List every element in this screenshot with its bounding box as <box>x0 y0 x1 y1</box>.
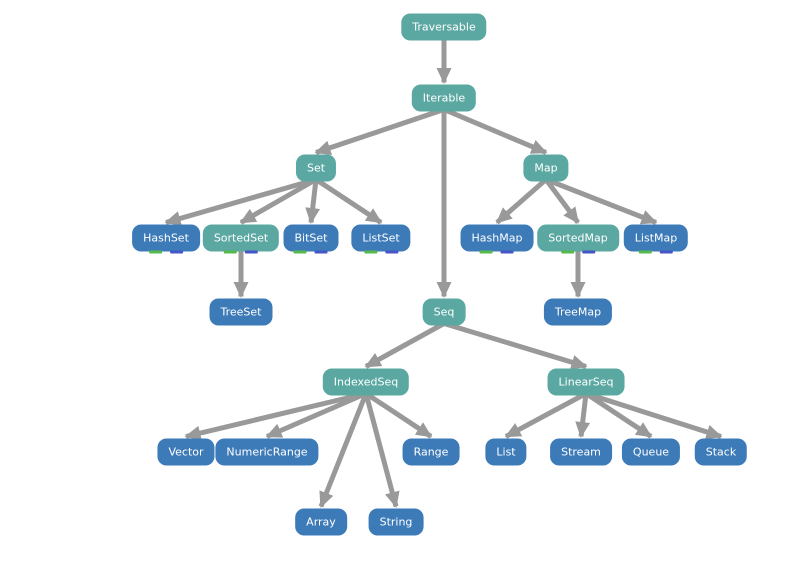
node-queue: Queue <box>621 438 681 466</box>
node-label: Vector <box>168 445 204 459</box>
edge-set-to-listset <box>314 177 383 225</box>
node-label: Seq <box>433 305 455 319</box>
node-label: Queue <box>632 445 670 459</box>
node-array: Array <box>295 508 347 536</box>
node-map: Map <box>523 154 569 182</box>
node-label: HashMap <box>471 231 523 245</box>
mark-blue <box>245 250 258 254</box>
node-treemap: TreeMap <box>543 298 613 326</box>
node-sortedset: SortedSet <box>202 224 280 254</box>
mark-blue <box>659 250 673 254</box>
node-linearseq: LinearSeq <box>547 368 625 396</box>
conversion-marks <box>363 250 398 254</box>
edge-indexedseq-to-array <box>318 392 369 508</box>
edge-iterable-to-set <box>314 107 445 155</box>
node-vector: Vector <box>157 438 215 466</box>
node-label: TreeSet <box>220 305 262 319</box>
node-range: Range <box>402 438 460 466</box>
mark-blue <box>170 250 183 254</box>
conversion-marks <box>560 250 595 254</box>
node-iterable: Iterable <box>411 84 477 112</box>
edge-indexedseq-to-range <box>364 391 433 439</box>
node-label: SortedMap <box>548 231 608 245</box>
edge-set-to-sortedset <box>239 177 318 225</box>
mark-green <box>363 250 377 254</box>
node-numericrange: NumericRange <box>215 438 319 466</box>
node-label: String <box>379 515 413 529</box>
node-label: HashSet <box>143 231 189 245</box>
edge-indexedseq-to-vector <box>184 391 367 441</box>
edge-seq-to-indexedseq <box>364 321 446 369</box>
node-label: Range <box>413 445 449 459</box>
node-list: List <box>485 438 527 466</box>
edge-map-to-listmap <box>545 177 658 225</box>
node-set: Set <box>295 154 337 182</box>
node-label: NumericRange <box>226 445 308 459</box>
mark-green <box>224 250 237 254</box>
node-label: Stream <box>561 445 601 459</box>
mark-blue <box>581 250 595 254</box>
mark-green <box>149 250 162 254</box>
node-label: BitSet <box>294 231 328 245</box>
edge-linearseq-to-stack <box>585 391 723 440</box>
node-label: SortedSet <box>213 231 269 245</box>
node-label: TreeMap <box>554 305 602 319</box>
mark-green <box>638 250 652 254</box>
node-label: IndexedSeq <box>333 375 399 389</box>
node-label: Set <box>306 161 326 175</box>
node-bitset: BitSet <box>283 224 339 254</box>
edge-iterable-to-map <box>443 107 548 155</box>
edge-linearseq-to-stream <box>575 393 591 438</box>
node-label: Stack <box>705 445 737 459</box>
node-label: List <box>496 445 516 459</box>
conversion-marks <box>224 250 258 254</box>
node-label: Array <box>306 515 336 529</box>
edge-map-to-hashmap <box>495 177 548 225</box>
node-listset: ListSet <box>351 224 411 254</box>
node-string: String <box>368 508 424 536</box>
node-indexedseq: IndexedSeq <box>322 368 410 396</box>
edge-map-to-sortedmap <box>543 178 581 224</box>
edge-linearseq-to-queue <box>584 391 653 439</box>
mark-green <box>560 250 574 254</box>
mark-blue <box>501 250 514 254</box>
mark-green <box>480 250 493 254</box>
node-label: Traversable <box>412 20 476 34</box>
edge-indexedseq-to-string <box>363 392 400 508</box>
node-stream: Stream <box>550 438 612 466</box>
conversion-marks <box>293 250 328 254</box>
node-label: ListSet <box>362 231 400 245</box>
edge-set-to-hashset <box>164 177 317 226</box>
node-label: ListMap <box>634 231 678 245</box>
node-label: LinearSeq <box>558 375 614 389</box>
node-sortedmap: SortedMap <box>537 224 619 254</box>
node-seq: Seq <box>422 298 466 326</box>
node-hashset: HashSet <box>132 224 200 254</box>
mark-green <box>293 250 307 254</box>
edge-linearseq-to-list <box>504 391 588 439</box>
node-label: Map <box>534 161 558 175</box>
conversion-marks <box>480 250 514 254</box>
node-listmap: ListMap <box>623 224 689 254</box>
node-stack: Stack <box>694 438 748 466</box>
node-hashmap: HashMap <box>460 224 534 254</box>
node-label: Iterable <box>422 91 466 105</box>
mark-blue <box>314 250 328 254</box>
edge-seq-to-linearseq <box>443 321 588 370</box>
edge-set-to-bitset <box>305 179 321 224</box>
conversion-marks <box>638 250 673 254</box>
mark-blue <box>384 250 398 254</box>
edge-indexedseq-to-numericrange <box>265 391 367 439</box>
conversion-marks <box>149 250 183 254</box>
node-treeset: TreeSet <box>209 298 273 326</box>
node-traversable: Traversable <box>401 13 487 41</box>
